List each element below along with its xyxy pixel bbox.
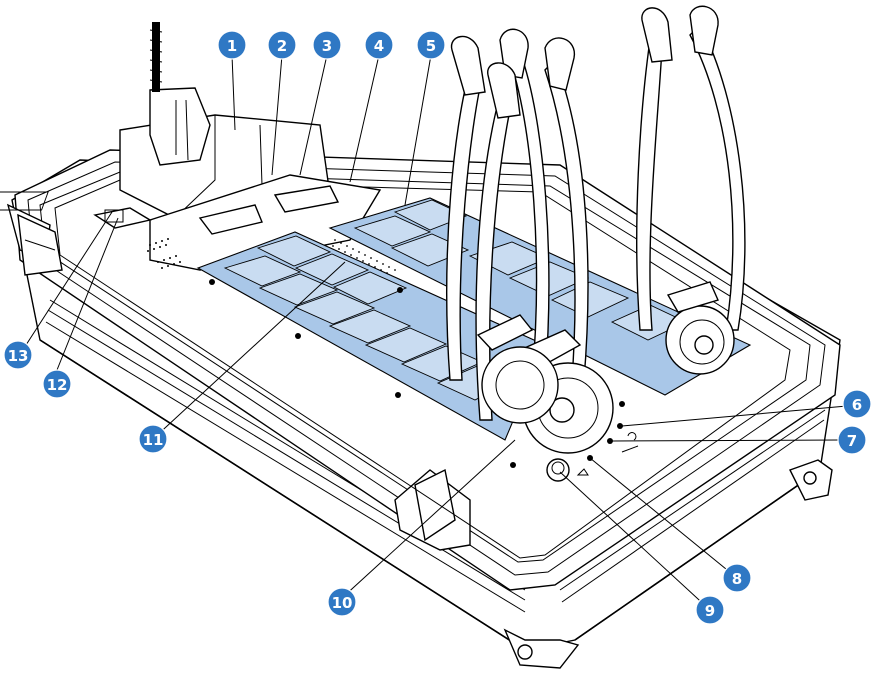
callout-12-label: 12: [47, 376, 68, 394]
callout-6: 6: [842, 389, 872, 419]
callout-8: 8: [722, 563, 752, 593]
leader-lines: [25, 54, 848, 611]
callout-11: 11: [138, 424, 168, 454]
callout-12: 12: [42, 369, 72, 399]
callout-9-label: 9: [705, 602, 715, 620]
callout-10-label: 10: [332, 594, 353, 612]
callout-7-label: 7: [847, 432, 857, 450]
callout-2: 2: [267, 30, 297, 60]
callout-7: 7: [837, 425, 867, 455]
charging-slots-left: [196, 231, 625, 468]
callout-4-label: 4: [374, 37, 384, 55]
callout-11-label: 11: [143, 431, 164, 449]
callout-1: 1: [217, 30, 247, 60]
callout-3-label: 3: [322, 37, 332, 55]
callout-6-label: 6: [852, 396, 862, 414]
callout-2-label: 2: [277, 37, 287, 55]
callout-1-label: 1: [227, 37, 237, 55]
callout-3: 3: [312, 30, 342, 60]
power-socket: [93, 207, 152, 229]
transmitter-dock: [119, 22, 382, 271]
callout-9: 9: [695, 595, 725, 625]
callout-8-label: 8: [732, 570, 742, 588]
callout-13: 13: [3, 340, 33, 370]
callout-4: 4: [364, 30, 394, 60]
callout-10: 10: [327, 587, 357, 617]
headsets: [446, 5, 746, 454]
callout-5-label: 5: [426, 37, 436, 55]
callout-13-label: 13: [8, 347, 29, 365]
callout-5: 5: [416, 30, 446, 60]
